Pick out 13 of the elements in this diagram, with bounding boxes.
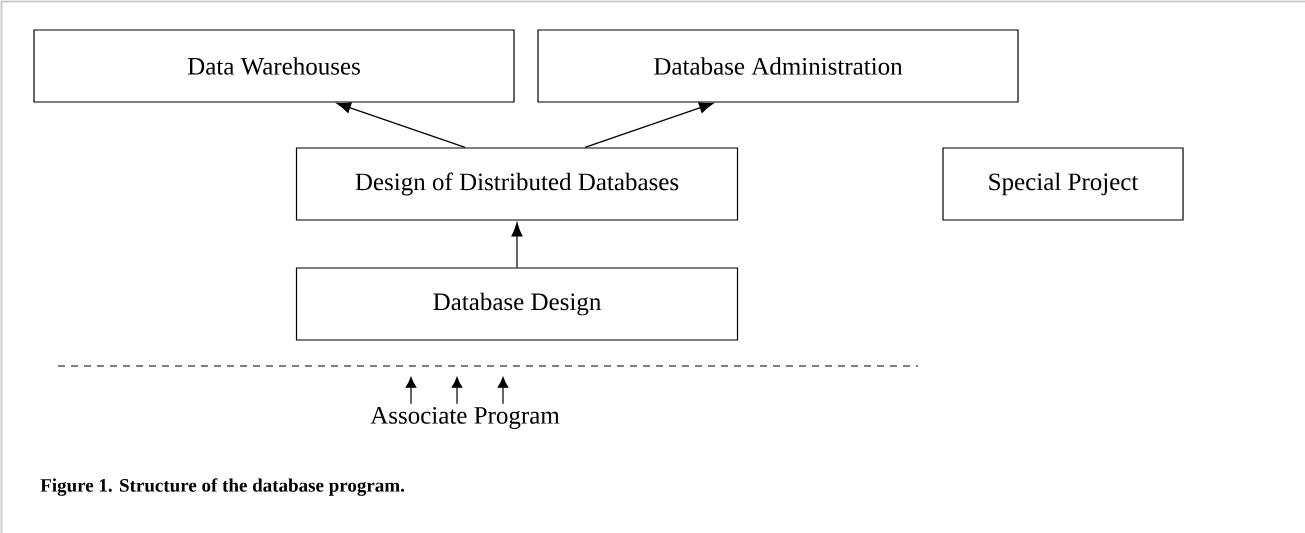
arrow bbox=[336, 102, 466, 148]
caption: Figure 1. Structure of the database program. bbox=[40, 478, 405, 496]
arrow bbox=[584, 102, 714, 148]
arrow bbox=[511, 222, 523, 268]
text-label: Associate Program bbox=[370, 407, 560, 429]
text-box: Special Project bbox=[942, 147, 1184, 221]
text-box: Design of Distributed Databases bbox=[295, 147, 739, 221]
arrow bbox=[451, 377, 463, 405]
arrow bbox=[405, 377, 417, 405]
arrow bbox=[497, 377, 509, 405]
text-box: Database Administration bbox=[537, 29, 1019, 103]
text-box: Data Warehouses bbox=[33, 29, 515, 103]
text-box: Database Design bbox=[295, 267, 739, 341]
